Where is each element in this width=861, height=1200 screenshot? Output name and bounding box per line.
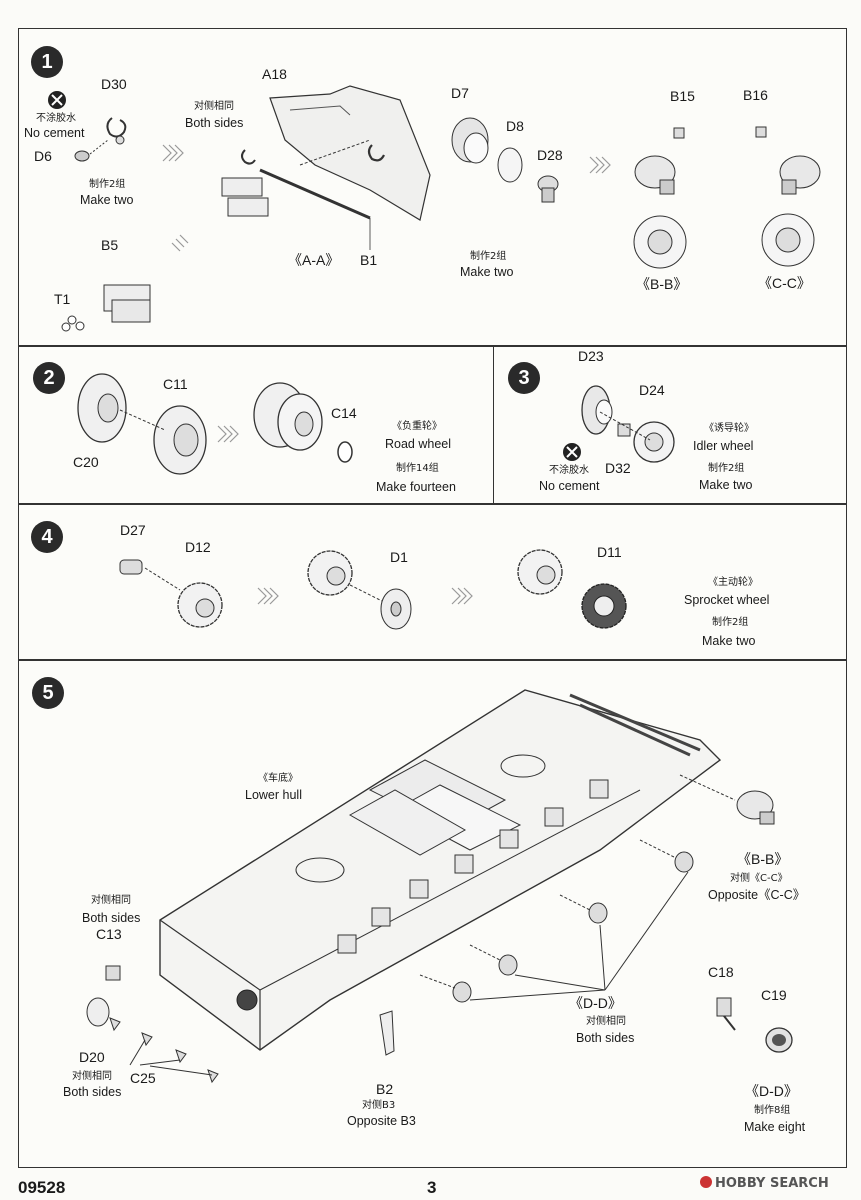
part-d6: D6	[34, 148, 52, 164]
part-c20: C20	[73, 454, 99, 470]
part-d23: D23	[578, 348, 604, 364]
part-b15: B15	[670, 88, 695, 104]
step5-opposite-cc-en: Opposite《C-C》	[708, 888, 806, 902]
step3-idler-cn: 《诱导轮》	[704, 423, 754, 434]
step1-no-cement-cn: 不涂胶水	[36, 113, 76, 124]
part-d11: D11	[597, 544, 622, 560]
view-aa: 《A-A》	[288, 252, 340, 268]
step4-number: 4	[31, 521, 63, 553]
part-d20: D20	[79, 1049, 105, 1065]
step5-number: 5	[32, 677, 64, 709]
step2-make-fourteen-cn: 制作14组	[396, 463, 439, 474]
part-c14: C14	[331, 405, 357, 421]
part-b2: B2	[376, 1081, 394, 1097]
step3-idler-en: Idler wheel	[693, 439, 754, 453]
step3-no-cement-en: No cement	[539, 479, 600, 493]
part-c19: C19	[761, 987, 787, 1003]
step3-make-two-cn: 制作2组	[708, 463, 745, 474]
step5-both-sides-cn-a: 对侧相同	[91, 895, 131, 906]
step5-both-sides-en-a: Both sides	[82, 911, 141, 925]
step5-lower-hull-en: Lower hull	[245, 788, 302, 802]
part-d27: D27	[120, 522, 146, 538]
step5-both-sides-en-c: Both sides	[576, 1031, 635, 1045]
part-c25: C25	[130, 1070, 156, 1086]
step1-both-sides-en: Both sides	[185, 116, 244, 130]
part-b1: B1	[360, 252, 378, 268]
step5-both-sides-cn-c: 对侧相同	[586, 1016, 626, 1027]
part-d30: D30	[101, 76, 127, 92]
step1-no-cement-en: No cement	[24, 126, 85, 140]
part-d7: D7	[451, 85, 469, 101]
step1-make-two-en: Make two	[80, 193, 134, 207]
view-dd-right: 《D-D》	[745, 1083, 798, 1099]
part-c18: C18	[708, 964, 734, 980]
part-d12: D12	[185, 539, 211, 555]
view-cc: 《C-C》	[758, 275, 811, 291]
step5-opposite-cc-cn: 对侧《C-C》	[730, 873, 788, 884]
step2-number: 2	[33, 362, 65, 394]
step4-panel	[18, 504, 847, 660]
step1-make-two-cn: 制作2组	[89, 179, 126, 190]
part-d28: D28	[537, 147, 563, 163]
step4-make-two-en: Make two	[702, 634, 756, 648]
part-d32: D32	[605, 460, 631, 476]
step1-make-two-cn-b: 制作2组	[470, 251, 507, 262]
watermark-text: HOBBY SEARCH	[715, 1176, 829, 1191]
step2-road-wheel-cn: 《负重轮》	[392, 421, 442, 432]
part-c11: C11	[163, 376, 188, 392]
part-b16: B16	[743, 87, 768, 103]
step5-both-sides-cn-b: 对侧相同	[72, 1071, 112, 1082]
step3-make-two-en: Make two	[699, 478, 753, 492]
step5-lower-hull-cn: 《车底》	[258, 773, 298, 784]
part-d1: D1	[390, 549, 408, 565]
view-dd: 《D-D》	[569, 995, 622, 1011]
step1-panel	[18, 28, 847, 346]
step3-panel	[493, 346, 847, 504]
step4-sprocket-cn: 《主动轮》	[708, 577, 758, 588]
step1-make-two-en-b: Make two	[460, 265, 514, 279]
part-b5: B5	[101, 237, 119, 253]
view-bb: 《B-B》	[636, 276, 688, 292]
part-a18: A18	[262, 66, 287, 82]
step2-road-wheel-en: Road wheel	[385, 437, 452, 451]
step3-no-cement-cn: 不涂胶水	[549, 465, 589, 476]
step5-opposite-b3-en: Opposite B3	[347, 1114, 416, 1128]
step5-make-eight-en: Make eight	[744, 1120, 806, 1134]
step5-both-sides-en-b: Both sides	[63, 1085, 122, 1099]
step2-make-fourteen-en: Make fourteen	[376, 480, 456, 494]
step4-make-two-cn: 制作2组	[712, 617, 749, 628]
watermark: HOBBY SEARCH	[700, 1176, 829, 1191]
step4-sprocket-en: Sprocket wheel	[684, 593, 770, 607]
part-t1: T1	[54, 291, 71, 307]
part-d24: D24	[639, 382, 665, 398]
part-c13: C13	[96, 926, 122, 942]
step1-number: 1	[31, 46, 63, 78]
view-bb-step5: 《B-B》	[737, 851, 789, 867]
kit-code: 09528	[18, 1178, 66, 1197]
page-number: 3	[427, 1178, 437, 1197]
step5-make-eight-cn: 制作8组	[754, 1105, 791, 1116]
step3-number: 3	[508, 362, 540, 394]
step5-opposite-b3-cn: 对侧B3	[362, 1100, 396, 1111]
watermark-logo-icon	[700, 1176, 712, 1188]
part-d8: D8	[506, 118, 524, 134]
step1-both-sides-cn: 对侧相同	[194, 101, 234, 112]
